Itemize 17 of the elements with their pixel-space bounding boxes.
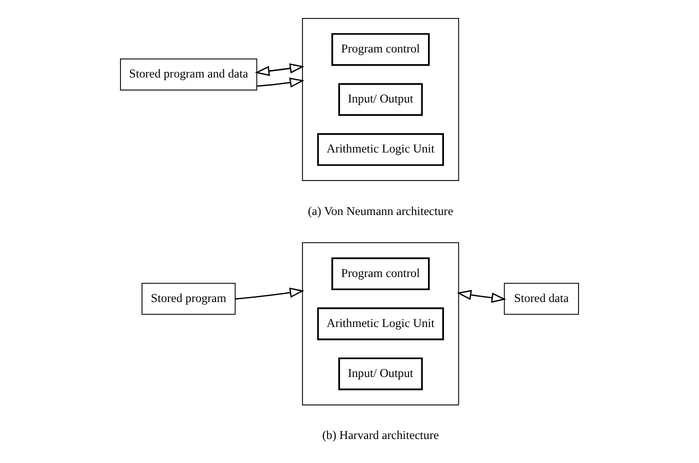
- label: (b) Harvard architecture: [322, 428, 439, 442]
- node-box: Program control: [331, 257, 430, 290]
- node-box: Input/ Output: [338, 83, 423, 116]
- cluster: [302, 242, 460, 406]
- cluster: [302, 18, 460, 182]
- arrow: [254, 63, 304, 76]
- arrow: [256, 78, 304, 88]
- node-box: Program control: [331, 33, 430, 66]
- node-box: Arithmetic Logic Unit: [317, 133, 444, 166]
- node-box: Stored program: [142, 282, 236, 315]
- node-box: Arithmetic Logic Unit: [317, 307, 444, 340]
- arrow: [235, 288, 304, 300]
- node-box: Input/ Output: [338, 357, 423, 390]
- node-box: Stored program and data: [120, 58, 258, 90]
- arrow: [456, 290, 506, 303]
- node-box: Stored data: [504, 282, 579, 315]
- label: (a) Von Neumann architecture: [308, 204, 454, 218]
